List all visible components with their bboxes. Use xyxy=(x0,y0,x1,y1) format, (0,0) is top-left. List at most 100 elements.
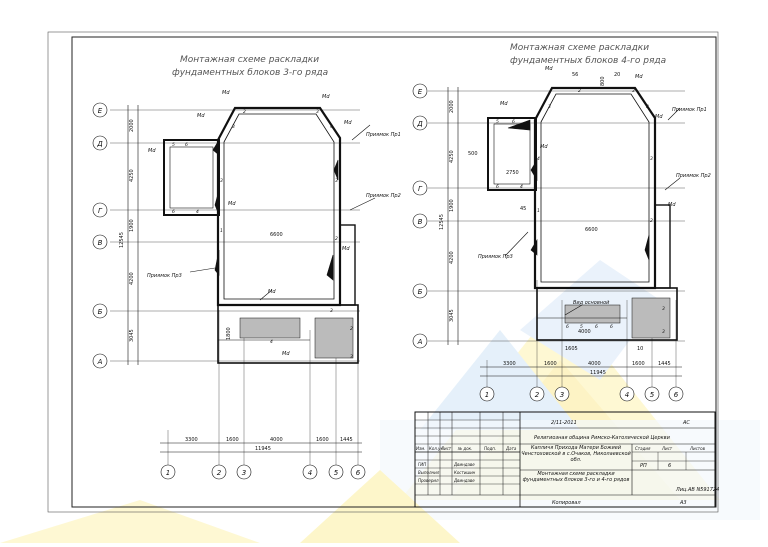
svg-text:3: 3 xyxy=(242,469,246,477)
svg-text:АС: АС xyxy=(682,420,690,426)
svg-text:6: 6 xyxy=(668,463,671,469)
svg-text:20: 20 xyxy=(614,72,620,78)
title-block-text: 2/11-2011 АС Религиозная община Римско-К… xyxy=(416,420,719,506)
svg-text:Г: Г xyxy=(98,207,103,215)
svg-text:3: 3 xyxy=(335,178,338,184)
svg-text:Д: Д xyxy=(416,120,423,128)
svg-text:1445: 1445 xyxy=(658,361,671,367)
svg-text:1900: 1900 xyxy=(449,199,455,212)
svg-text:3: 3 xyxy=(220,178,223,184)
svg-text:Двиндаве: Двиндаве xyxy=(453,478,475,483)
svg-text:Мd: Мd xyxy=(540,144,548,150)
plan4-labels: Мd Мd Мd Мd Мd Мd Приямок Пр1 Приямок Пр… xyxy=(478,66,711,306)
svg-text:3: 3 xyxy=(650,156,653,162)
svg-text:1800: 1800 xyxy=(226,327,232,340)
svg-text:3: 3 xyxy=(350,354,353,360)
svg-text:Двиндаве: Двиндаве xyxy=(453,462,475,467)
left-title-line2: фундаментных блоков 3-го ряда xyxy=(172,68,328,78)
svg-text:3045: 3045 xyxy=(129,329,135,342)
svg-text:3: 3 xyxy=(330,308,333,314)
svg-text:3300: 3300 xyxy=(185,437,198,443)
svg-text:4: 4 xyxy=(625,391,629,399)
svg-text:А3: А3 xyxy=(679,500,687,506)
svg-text:4: 4 xyxy=(196,209,199,215)
svg-text:4250: 4250 xyxy=(129,169,135,182)
svg-text:3: 3 xyxy=(316,109,319,115)
plan3-dimensions: 3300 1600 4000 1600 1445 11945 6600 2000… xyxy=(119,119,362,453)
plan3-labels: Мd Мd Мd Мd Мd Мd Приямок Пр1 Приямок Пр… xyxy=(147,90,401,357)
svg-text:4000: 4000 xyxy=(578,329,591,335)
svg-text:Мd: Мd xyxy=(344,120,352,126)
svg-text:Листов: Листов xyxy=(689,446,706,451)
svg-text:А: А xyxy=(97,358,103,366)
svg-text:3: 3 xyxy=(646,104,649,110)
svg-text:3: 3 xyxy=(548,104,551,110)
svg-text:4000: 4000 xyxy=(588,361,601,367)
sheet-title: Монтажная схеме раскладки фундаментных б… xyxy=(522,471,630,483)
svg-text:Мd: Мd xyxy=(500,101,508,107)
plan4-axis-letters: Е Д Г В Б А xyxy=(412,83,428,349)
svg-text:Костишин: Костишин xyxy=(454,470,476,475)
svg-text:6: 6 xyxy=(566,324,569,330)
left-title-line1: Монтажная схеме раскладки xyxy=(180,55,319,65)
svg-text:Мd: Мd xyxy=(268,289,276,295)
svg-text:5: 5 xyxy=(580,324,583,330)
svg-text:Копировал: Копировал xyxy=(552,500,581,506)
plan-row-4 xyxy=(428,86,685,388)
plan3-axis-numbers: 1 2 3 4 5 6 xyxy=(160,464,366,480)
right-title-line2: фундаментных блоков 4-го ряда xyxy=(510,56,666,66)
svg-text:В: В xyxy=(418,218,423,226)
svg-text:2: 2 xyxy=(350,326,353,332)
svg-text:3: 3 xyxy=(232,124,235,130)
svg-text:1: 1 xyxy=(485,391,489,399)
svg-text:3: 3 xyxy=(632,88,635,94)
svg-text:Дата: Дата xyxy=(505,446,517,451)
svg-text:Мd: Мd xyxy=(222,90,230,96)
svg-text:6: 6 xyxy=(595,324,598,330)
svg-text:2: 2 xyxy=(217,469,222,477)
plan4-dimensions: 3300 1600 4000 1600 1445 11945 6600 2750… xyxy=(439,72,682,377)
svg-text:2000: 2000 xyxy=(129,119,135,132)
svg-text:Е: Е xyxy=(98,107,103,115)
svg-text:6: 6 xyxy=(356,469,361,477)
svg-text:11945: 11945 xyxy=(255,446,271,452)
svg-text:2: 2 xyxy=(650,218,653,224)
svg-text:2/11-2011: 2/11-2011 xyxy=(551,420,577,426)
svg-text:6: 6 xyxy=(674,391,679,399)
svg-text:1: 1 xyxy=(166,469,170,477)
svg-text:5: 5 xyxy=(496,119,499,125)
svg-text:Проверил: Проверил xyxy=(418,478,439,483)
svg-text:Приямок Пр1: Приямок Пр1 xyxy=(366,132,401,138)
svg-text:5: 5 xyxy=(650,391,655,399)
svg-text:Приямок Пр2: Приямок Пр2 xyxy=(676,173,711,179)
plan3-axis-letters: Е Д Г В Б А xyxy=(92,102,108,369)
svg-text:2: 2 xyxy=(578,88,581,94)
svg-text:Г: Г xyxy=(418,185,423,193)
svg-text:3: 3 xyxy=(662,329,665,335)
svg-text:11945: 11945 xyxy=(590,370,606,376)
svg-text:Подп.: Подп. xyxy=(484,446,496,451)
svg-text:4250: 4250 xyxy=(449,150,455,163)
svg-text:Мd: Мd xyxy=(545,66,553,72)
svg-text:Вид основной: Вид основной xyxy=(573,300,610,306)
svg-text:3045: 3045 xyxy=(449,309,455,322)
svg-text:12545: 12545 xyxy=(119,232,125,248)
svg-text:4: 4 xyxy=(308,469,312,477)
svg-text:1600: 1600 xyxy=(544,361,557,367)
svg-text:2750: 2750 xyxy=(506,170,519,176)
svg-text:4: 4 xyxy=(330,124,333,130)
svg-text:Стадия: Стадия xyxy=(635,446,651,451)
svg-text:1900: 1900 xyxy=(129,219,135,232)
svg-text:6600: 6600 xyxy=(270,232,283,238)
svg-text:4200: 4200 xyxy=(129,272,135,285)
right-title-line1: Монтажная схеме раскладки xyxy=(510,43,649,53)
svg-text:4: 4 xyxy=(270,339,273,345)
svg-text:12545: 12545 xyxy=(439,214,445,230)
svg-text:Приямок Пр1: Приямок Пр1 xyxy=(672,107,707,113)
svg-text:Е: Е xyxy=(418,88,423,96)
svg-text:3: 3 xyxy=(560,391,564,399)
svg-text:Приямок Пр3: Приямок Пр3 xyxy=(478,254,513,260)
svg-text:Б: Б xyxy=(418,288,423,296)
svg-text:Мd: Мd xyxy=(282,351,290,357)
